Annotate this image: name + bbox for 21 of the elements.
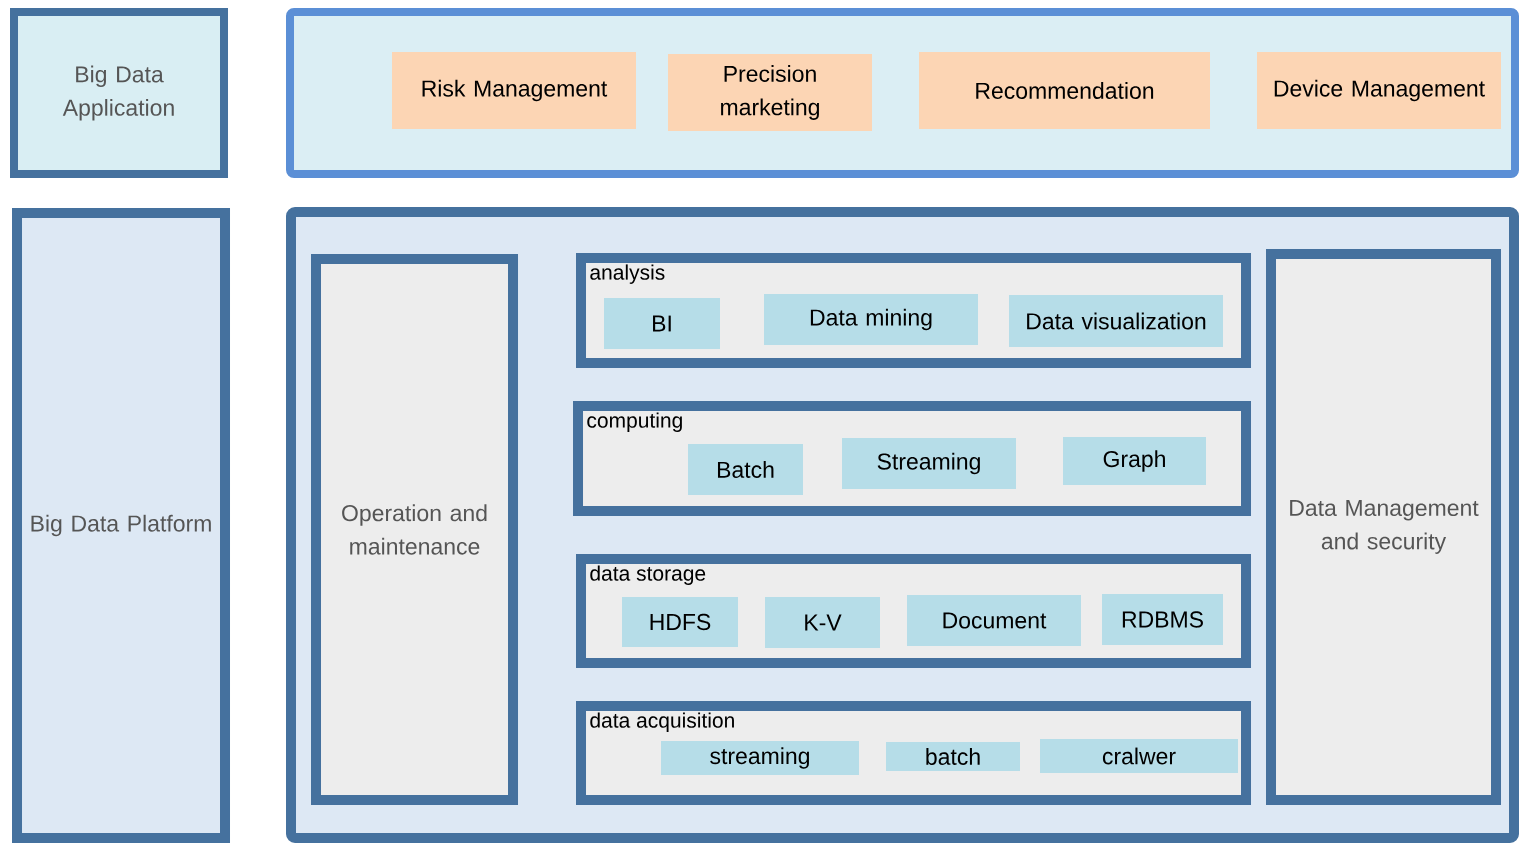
component-box: batch xyxy=(886,742,1020,771)
label-box: Big Data Platform xyxy=(12,208,230,843)
component-box: Streaming xyxy=(842,438,1016,489)
component-box: Graph xyxy=(1063,437,1206,485)
category-box: Device Management xyxy=(1257,52,1501,129)
side-panel-box: Data Management and security xyxy=(1266,249,1501,805)
component-box: streaming xyxy=(661,741,859,775)
component-box: HDFS xyxy=(622,597,738,647)
category-box: Risk Management xyxy=(392,52,636,129)
component-box: Document xyxy=(907,595,1081,646)
component-box: RDBMS xyxy=(1102,594,1223,645)
component-box: cralwer xyxy=(1040,739,1238,773)
component-box: Batch xyxy=(688,444,803,495)
category-box: Recommendation xyxy=(919,52,1210,129)
component-box: Data visualization xyxy=(1009,295,1223,347)
component-box: BI xyxy=(604,298,720,349)
label-box: Big Data Application xyxy=(10,8,228,178)
component-box: Data mining xyxy=(764,294,978,345)
category-box: Precision marketing xyxy=(668,54,872,131)
component-box: K-V xyxy=(765,597,880,648)
side-panel-box: Operation and maintenance xyxy=(311,254,518,805)
